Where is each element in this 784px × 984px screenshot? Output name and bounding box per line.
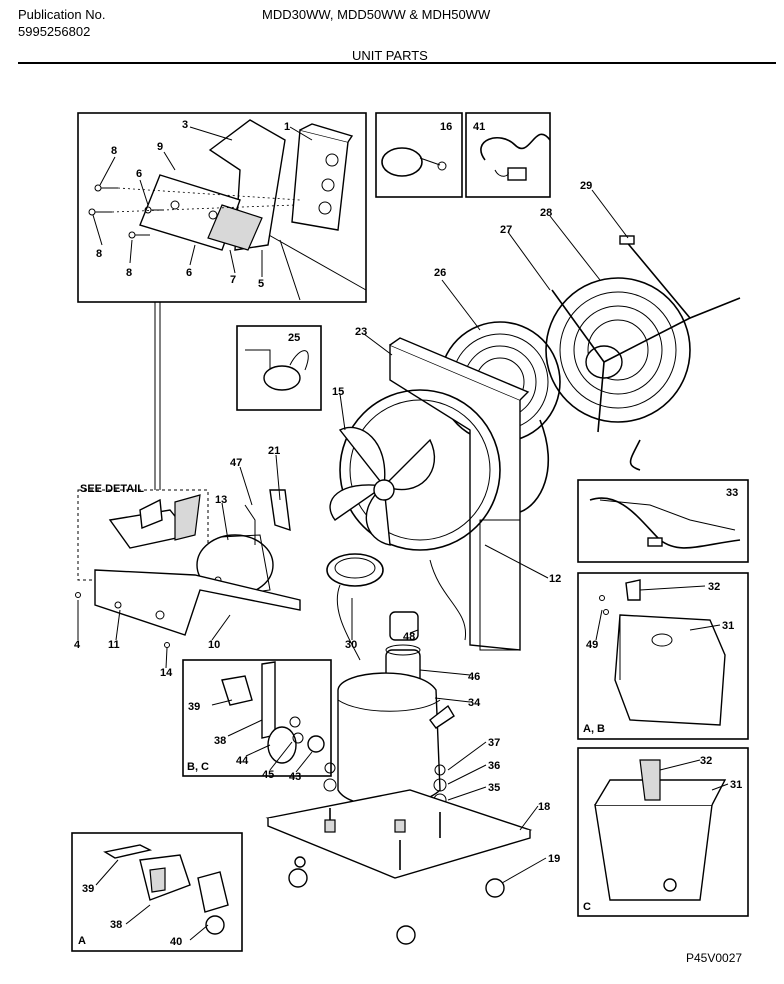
drawing-code: P45V0027 <box>686 951 743 965</box>
panel-a-caption: A <box>78 935 86 947</box>
panel-bc-caption: B, C <box>187 761 209 773</box>
section-title: UNIT PARTS <box>352 48 428 63</box>
part-number-callout: 10 <box>208 639 220 651</box>
part-number-callout: 47 <box>230 457 242 469</box>
part-number-callout: 30 <box>345 639 357 651</box>
part-number-callout: 35 <box>488 782 500 794</box>
part-number-callout: 16 <box>440 121 452 133</box>
model-list: MDD30WW, MDD50WW & MDH50WW <box>262 7 491 22</box>
motor-and-mount <box>75 489 301 648</box>
part-number-callout: 39 <box>188 701 200 713</box>
see-detail-caption: SEE DETAIL <box>80 483 144 495</box>
see-detail-panel <box>77 489 209 581</box>
part-number-callout: 5 <box>258 278 264 290</box>
part-number-callout: 31 <box>730 779 742 791</box>
part-number-callout: 44 <box>236 755 249 767</box>
part-number-callout: 19 <box>548 853 560 865</box>
part-number-callout: 25 <box>288 332 300 344</box>
switch-panel-a <box>71 832 243 952</box>
part-number-callout: 37 <box>488 737 500 749</box>
part-number-callout: 48 <box>403 631 415 643</box>
wiring-harness-box <box>577 479 749 563</box>
part-number-callout: 12 <box>549 573 561 585</box>
base-pan <box>265 789 533 945</box>
clamp-and-cord-boxes <box>375 112 551 198</box>
compressor-assembly <box>182 659 455 807</box>
part-number-callout: 36 <box>488 760 500 772</box>
part-number-callout: 27 <box>500 224 512 236</box>
part-number-callout: 38 <box>110 919 122 931</box>
reservoir-panel-c <box>577 747 749 917</box>
part-number-callout: 13 <box>215 494 227 506</box>
part-number-callout: 28 <box>540 207 552 219</box>
float-switch-box <box>236 325 322 411</box>
part-number-callout: 4 <box>74 639 81 651</box>
part-number-callout: 8 <box>96 248 102 260</box>
part-number-callout: 15 <box>332 386 344 398</box>
part-number-callout: 7 <box>230 274 236 286</box>
part-number-callout: 14 <box>160 667 173 679</box>
leader-lines <box>77 126 729 941</box>
part-number-callout: 8 <box>126 267 132 279</box>
part-number-callout: 45 <box>262 769 274 781</box>
part-number-callout: 33 <box>726 487 738 499</box>
publication-number: 5995256802 <box>18 24 91 39</box>
part-number-callout: 34 <box>468 697 481 709</box>
part-number-callout: 1 <box>284 121 290 133</box>
part-number-callout: 23 <box>355 326 367 338</box>
part-number-callout: 3 <box>182 119 188 131</box>
part-number-callout: 18 <box>538 801 550 813</box>
fan-shroud-assembly <box>329 337 530 651</box>
publication-label: Publication No. <box>18 7 106 22</box>
part-number-callout: 40 <box>170 936 182 948</box>
reservoir-panel-ab <box>577 572 749 740</box>
part-number-callout: 46 <box>468 671 480 683</box>
control-box-detail-panel <box>77 112 367 303</box>
part-number-callout: 9 <box>157 141 163 153</box>
part-number-callout: 41 <box>473 121 485 133</box>
part-number-callout: 49 <box>586 639 598 651</box>
part-number-callout: 26 <box>434 267 446 279</box>
part-number-callout: 39 <box>82 883 94 895</box>
part-number-callout: 6 <box>136 168 142 180</box>
part-number-callout: 38 <box>214 735 226 747</box>
panel-c-caption: C <box>583 901 591 913</box>
part-number-callout: 32 <box>708 581 720 593</box>
part-number-callout: 43 <box>289 771 301 783</box>
part-number-callout: 8 <box>111 145 117 157</box>
part-number-callout: 31 <box>722 620 734 632</box>
panel-ab-caption: A, B <box>583 723 605 735</box>
part-number-callout: 29 <box>580 180 592 192</box>
part-number-callout: 11 <box>108 639 120 651</box>
part-number-callout: 32 <box>700 755 712 767</box>
part-number-callout: 21 <box>268 445 280 457</box>
part-number-callout: 6 <box>186 267 192 279</box>
